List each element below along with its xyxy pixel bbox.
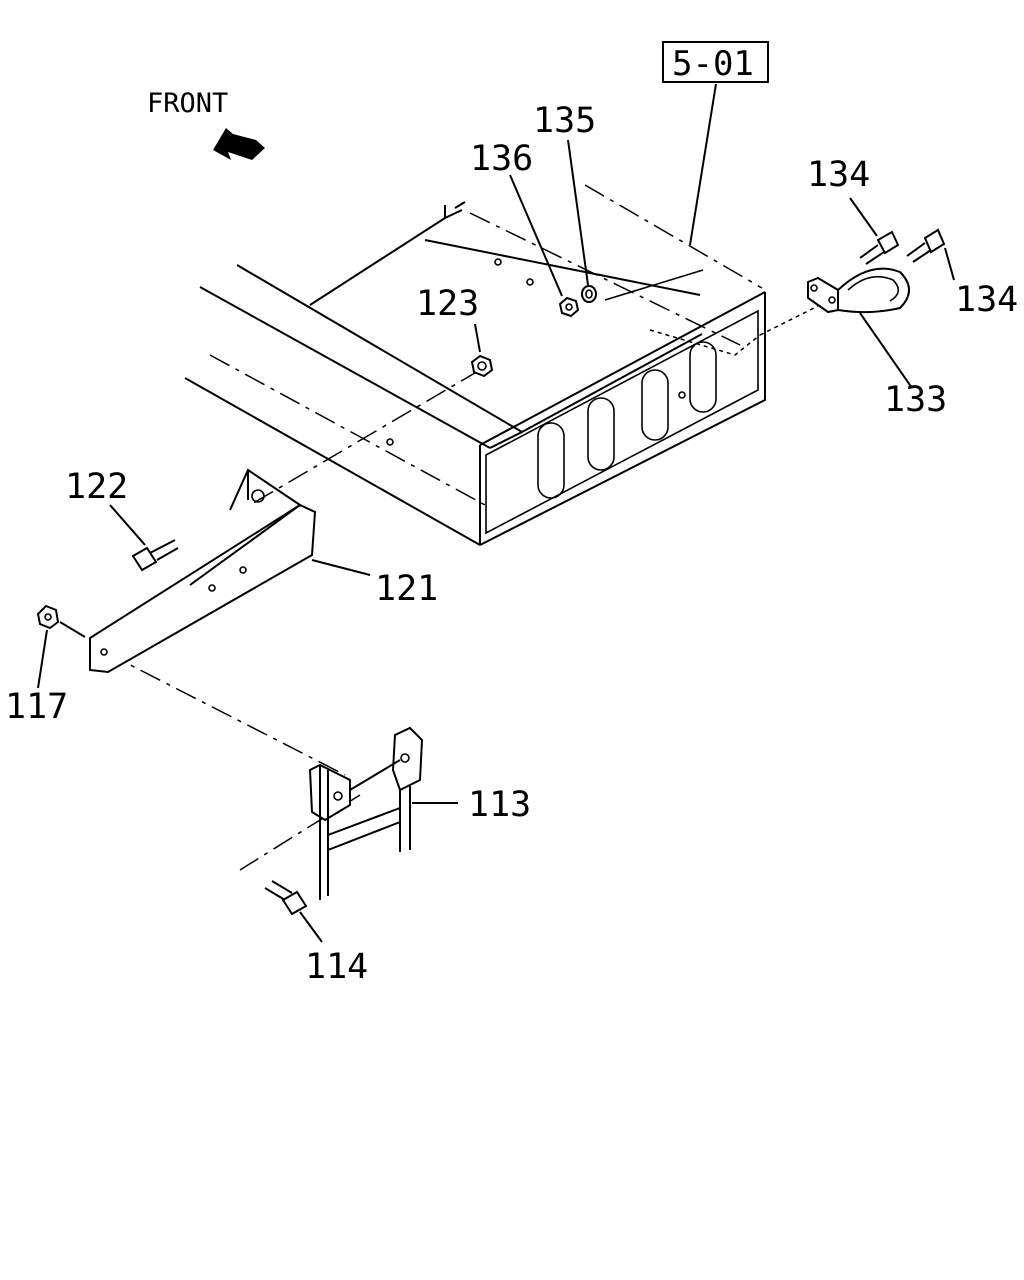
front-label: FRONT: [147, 88, 228, 119]
bolt-122: [109, 504, 179, 572]
callout-114: 114: [305, 947, 368, 987]
callout-136: 136: [470, 139, 533, 179]
callout-134-right: 134: [955, 280, 1018, 320]
bumper-slots: [537, 341, 717, 499]
nut-117: [36, 604, 86, 689]
tow-hook-133: [807, 267, 913, 389]
bumper-body: [184, 184, 766, 546]
bolt-114: [264, 880, 323, 943]
callout-113: 113: [468, 785, 531, 825]
callout-134-top: 134: [807, 155, 870, 195]
callout-117: 117: [5, 687, 68, 727]
reference-leader: [689, 83, 717, 246]
reference-label: 5-01: [672, 44, 754, 84]
nut-123: [470, 323, 494, 378]
washer-135: [567, 139, 597, 303]
bracket-121: [89, 468, 371, 674]
callout-133: 133: [884, 380, 947, 420]
bolt-134-lower: [906, 228, 955, 281]
callout-122: 122: [65, 467, 128, 507]
frame-113: [308, 726, 458, 900]
front-arrow-icon: [213, 128, 265, 160]
reference-box: [662, 41, 769, 83]
callout-135: 135: [533, 101, 596, 141]
bolt-134-upper: [849, 197, 900, 265]
callout-123: 123: [416, 284, 479, 324]
callout-121: 121: [375, 569, 438, 609]
nut-136: [509, 174, 580, 318]
